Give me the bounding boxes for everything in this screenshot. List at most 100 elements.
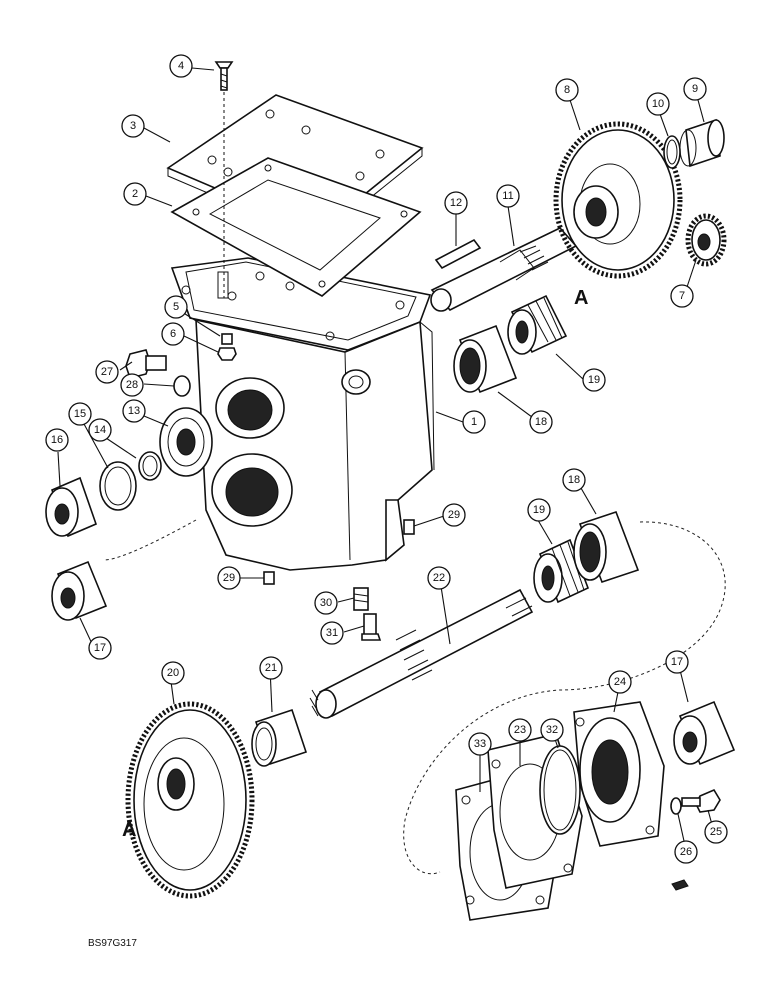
- svg-text:29: 29: [448, 509, 460, 521]
- svg-text:12: 12: [450, 197, 462, 209]
- valve-fitting: [361, 613, 382, 641]
- svg-text:19: 19: [533, 504, 545, 516]
- svg-text:8: 8: [564, 84, 570, 96]
- svg-text:2: 2: [132, 188, 138, 200]
- cover-gasket: [170, 157, 422, 297]
- callout-17-left: 17: [88, 636, 112, 660]
- callout-32: 32: [540, 718, 564, 742]
- ball-bearing: [159, 407, 213, 477]
- svg-text:6: 6: [170, 328, 176, 340]
- callout-19-lower: 19: [527, 498, 551, 522]
- svg-text:29: 29: [223, 572, 235, 584]
- check-valve: [353, 587, 369, 611]
- reference-letter-lower: A: [122, 819, 136, 841]
- svg-text:22: 22: [433, 572, 445, 584]
- callout-18-upper: 18: [529, 410, 553, 434]
- shaft-bearing-cup: [251, 708, 308, 767]
- vent-fitting-left: [263, 571, 275, 585]
- callout-17-right: 17: [665, 650, 689, 674]
- output-shaft: [309, 588, 534, 719]
- callout-3: 3: [121, 114, 145, 138]
- small-upper-gear: [685, 213, 727, 267]
- lower-bearing-cone: [533, 538, 590, 604]
- needle-bearing: [679, 118, 725, 168]
- o-ring-32: [539, 745, 581, 835]
- svg-text:33: 33: [474, 738, 486, 750]
- svg-text:18: 18: [535, 416, 547, 428]
- svg-text:23: 23: [514, 724, 526, 736]
- svg-text:19: 19: [588, 374, 600, 386]
- svg-text:3: 3: [130, 120, 136, 132]
- drawing-code: BS97G317: [88, 938, 137, 949]
- svg-text:17: 17: [94, 642, 106, 654]
- callout-20: 20: [161, 661, 185, 685]
- callout-12: 12: [444, 191, 468, 215]
- svg-text:5: 5: [173, 301, 179, 313]
- callout-19-upper: 19: [582, 368, 606, 392]
- large-lower-gear: [125, 701, 255, 899]
- callout-14: 14: [88, 418, 112, 442]
- callout-4: 4: [169, 54, 193, 78]
- reference-letter-upper: A: [574, 287, 588, 309]
- svg-text:10: 10: [652, 98, 664, 110]
- svg-text:18: 18: [568, 474, 580, 486]
- svg-text:28: 28: [126, 379, 138, 391]
- upper-bearing-cone: [507, 294, 568, 355]
- leader-lines: [57, 67, 715, 851]
- inner-snap-ring: [138, 451, 162, 481]
- snap-ring-upper: [663, 135, 681, 169]
- oil-seal-right: [673, 700, 736, 766]
- ink-mark: [671, 879, 689, 891]
- callout-8: 8: [555, 78, 579, 102]
- callout-10: 10: [646, 92, 670, 116]
- callout-5: 5: [164, 295, 188, 319]
- callout-18-lower: 18: [562, 468, 586, 492]
- lower-bearing-cup: [573, 510, 640, 584]
- callout-6: 6: [161, 322, 185, 346]
- callout-28: 28: [120, 373, 144, 397]
- svg-text:21: 21: [265, 662, 277, 674]
- assembly-path-line: [403, 521, 726, 875]
- plug-o-ring: [173, 375, 191, 397]
- svg-text:16: 16: [51, 434, 63, 446]
- svg-text:1: 1: [471, 416, 477, 428]
- svg-text:24: 24: [614, 676, 626, 688]
- seal-retainer-24: [573, 701, 665, 847]
- oil-seal-left: [51, 560, 108, 621]
- svg-text:32: 32: [546, 724, 558, 736]
- vent-fitting-right: [403, 519, 415, 535]
- upper-shaft: [430, 227, 578, 312]
- callout-16: 16: [45, 428, 69, 452]
- svg-text:4: 4: [178, 60, 184, 72]
- callout-30: 30: [314, 591, 338, 615]
- shaft-key: [434, 238, 482, 270]
- callout-24: 24: [608, 670, 632, 694]
- svg-text:15: 15: [74, 408, 86, 420]
- callout-31: 31: [320, 621, 344, 645]
- callout-29-left: 29: [217, 566, 241, 590]
- outer-snap-ring: [99, 461, 137, 511]
- callout-22: 22: [427, 566, 451, 590]
- retainer-bolt: [681, 788, 721, 813]
- callout-26: 26: [674, 840, 698, 864]
- large-upper-gear: [553, 121, 683, 279]
- callout-13: 13: [122, 399, 146, 423]
- svg-text:20: 20: [167, 667, 179, 679]
- svg-text:11: 11: [502, 190, 513, 202]
- callout-27: 27: [95, 360, 119, 384]
- assembly-path-line-left: [103, 519, 197, 561]
- callout-2: 2: [123, 182, 147, 206]
- lock-washer: [670, 797, 682, 815]
- svg-text:7: 7: [679, 290, 685, 302]
- svg-text:25: 25: [710, 826, 722, 838]
- callout-7: 7: [670, 284, 694, 308]
- upper-bearing-cup: [453, 324, 518, 394]
- callout-23: 23: [508, 718, 532, 742]
- svg-text:17: 17: [671, 656, 683, 668]
- svg-text:14: 14: [94, 424, 106, 436]
- callout-15: 15: [68, 402, 92, 426]
- callout-33: 33: [468, 732, 492, 756]
- svg-text:13: 13: [128, 405, 140, 417]
- svg-text:26: 26: [680, 846, 692, 858]
